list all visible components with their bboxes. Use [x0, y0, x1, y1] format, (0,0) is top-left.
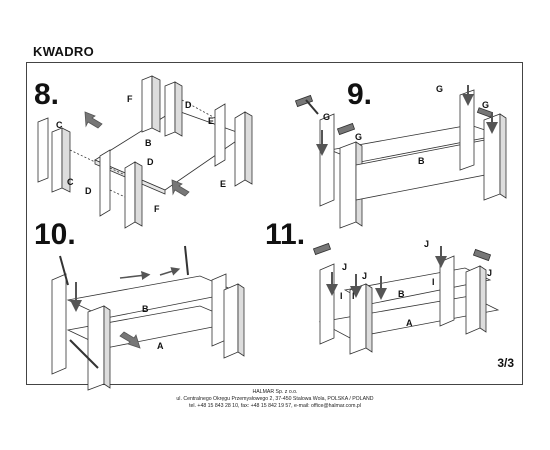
label-b-shelf-11: B [398, 289, 405, 299]
label-i-3: I [432, 277, 435, 287]
page-number: 3/3 [497, 356, 514, 370]
label-a-board-11: A [406, 318, 413, 328]
step-11-diagram [312, 242, 500, 355]
step-10-number: 10. [34, 218, 76, 251]
step-9-labels: G G G G B [323, 84, 489, 166]
label-j-4: J [487, 268, 492, 278]
step-11-labels: J J J J I I I B A [340, 239, 492, 328]
label-c-left: C [67, 177, 74, 187]
label-j-2: J [362, 271, 367, 281]
label-e-left: E [220, 179, 226, 189]
label-f-front: F [154, 204, 160, 214]
label-i-2: I [352, 291, 355, 301]
footer-contact: tel. +48 15 843 28 10, fax: +48 15 842 1… [189, 403, 361, 409]
label-i-1: I [340, 291, 343, 301]
label-e-right: E [208, 116, 214, 126]
label-d-bottom: D [85, 186, 92, 196]
footer-address: ul. Centralnego Okręgu Przemysłowego 2, … [176, 396, 374, 402]
label-j-3: J [424, 239, 429, 249]
label-c-top: C [56, 120, 63, 130]
label-b-shelf-9: B [418, 156, 425, 166]
label-d-top: D [185, 100, 192, 110]
label-a-board-10: A [157, 341, 164, 351]
step-9-number: 9. [347, 78, 373, 111]
instruction-frame [26, 62, 523, 385]
label-d-center: D [147, 157, 154, 167]
step-9-diagram [294, 85, 507, 229]
label-b-shelf: B [145, 138, 152, 148]
step-10-diagram [51, 245, 245, 391]
label-g-top: G [436, 84, 443, 94]
step-8-labels: F D E B D C D E F C [56, 94, 226, 214]
step-8-diagram [37, 75, 253, 229]
label-g-center: G [355, 132, 362, 142]
label-g-right: G [482, 100, 489, 110]
label-j-1: J [342, 262, 347, 272]
label-b-shelf-10: B [142, 304, 149, 314]
step-10-labels: B A [142, 304, 164, 351]
step-8-number: 8. [34, 78, 60, 111]
document-title: KWADRO [33, 44, 95, 59]
footer-company: HALMAR Sp. z o.o. [252, 389, 298, 395]
label-f-top: F [127, 94, 133, 104]
step-11-number: 11. [265, 218, 306, 251]
label-g-left: G [323, 112, 330, 122]
